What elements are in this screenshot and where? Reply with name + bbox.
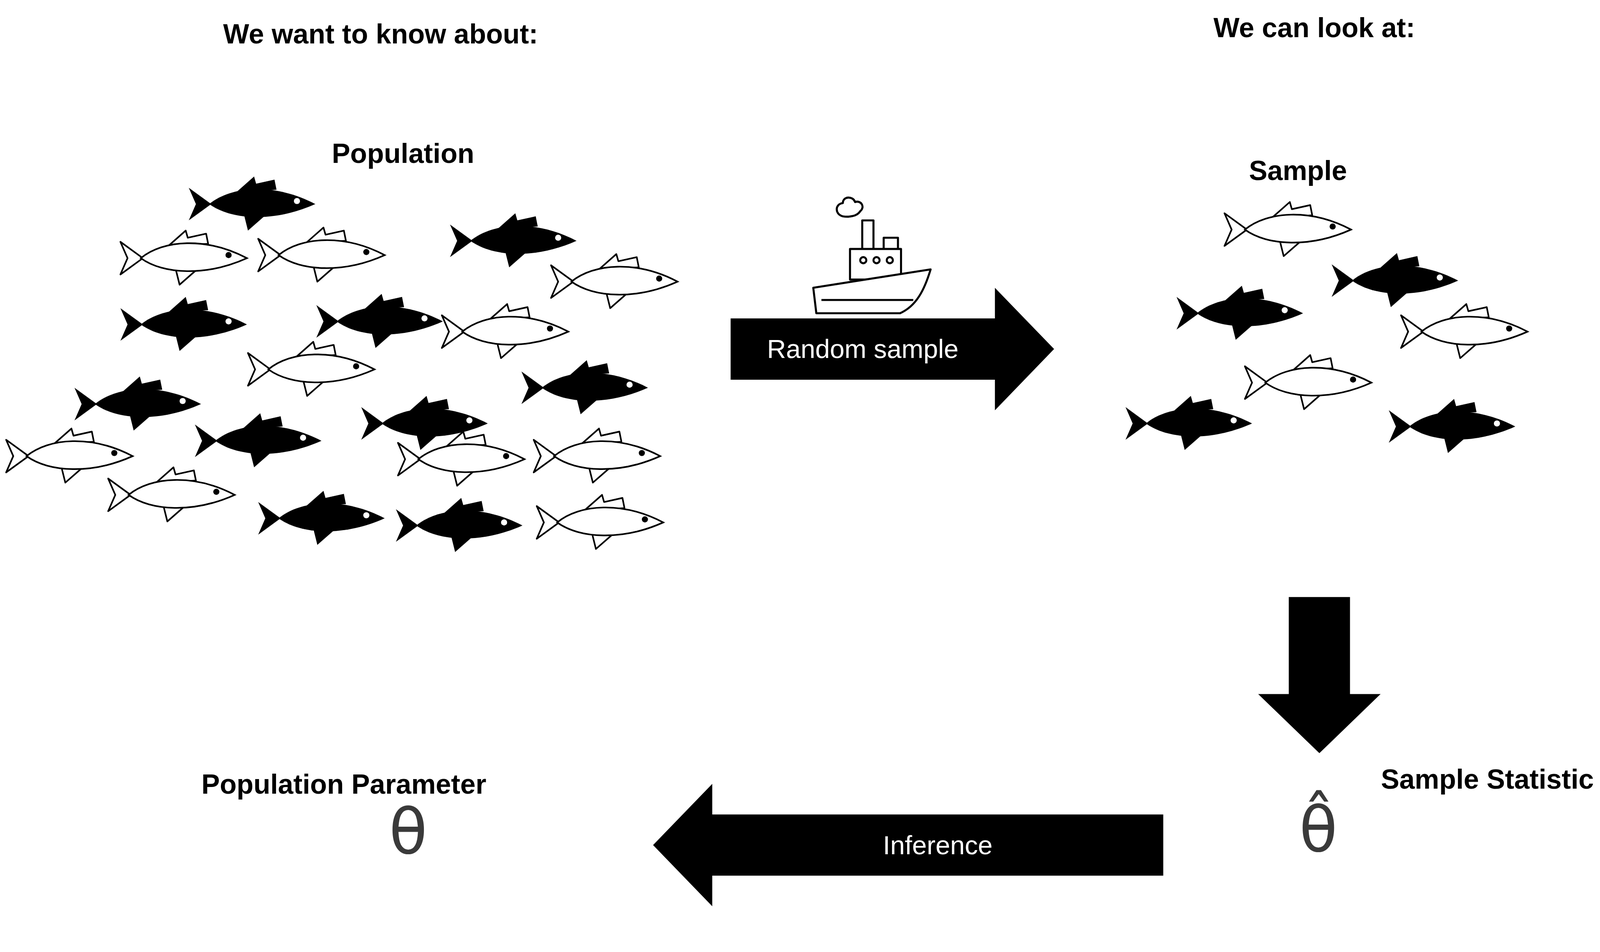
node-heading: Sample Statistic: [1380, 763, 1594, 796]
arrow-shape: [730, 287, 1054, 411]
block-arrow: [653, 783, 1164, 906]
group-heading: Sample: [1248, 154, 1347, 187]
column-heading: We want to know about:: [223, 18, 538, 51]
group-heading: Population: [332, 137, 475, 170]
sample-group: Sample: [1122, 152, 1531, 459]
symbol-theta-hat: θ̂: [1299, 791, 1338, 868]
arrow-shape: [1258, 596, 1381, 754]
block-arrow: [1258, 596, 1381, 754]
block-arrow: [730, 287, 1054, 411]
column-heading: We can look at:: [1213, 12, 1415, 44]
parameter-node: Population Parameterθ: [181, 765, 509, 883]
arrow-label: Random sample: [764, 333, 962, 364]
symbol-theta: θ: [388, 793, 428, 870]
population-group: Population: [0, 132, 679, 557]
arrow-label: Inference: [880, 829, 996, 860]
statistic-node: Sample Statistic θ̂: [1275, 755, 1594, 898]
arrow-shape: [653, 783, 1164, 906]
node-heading: Population Parameter: [201, 768, 487, 801]
